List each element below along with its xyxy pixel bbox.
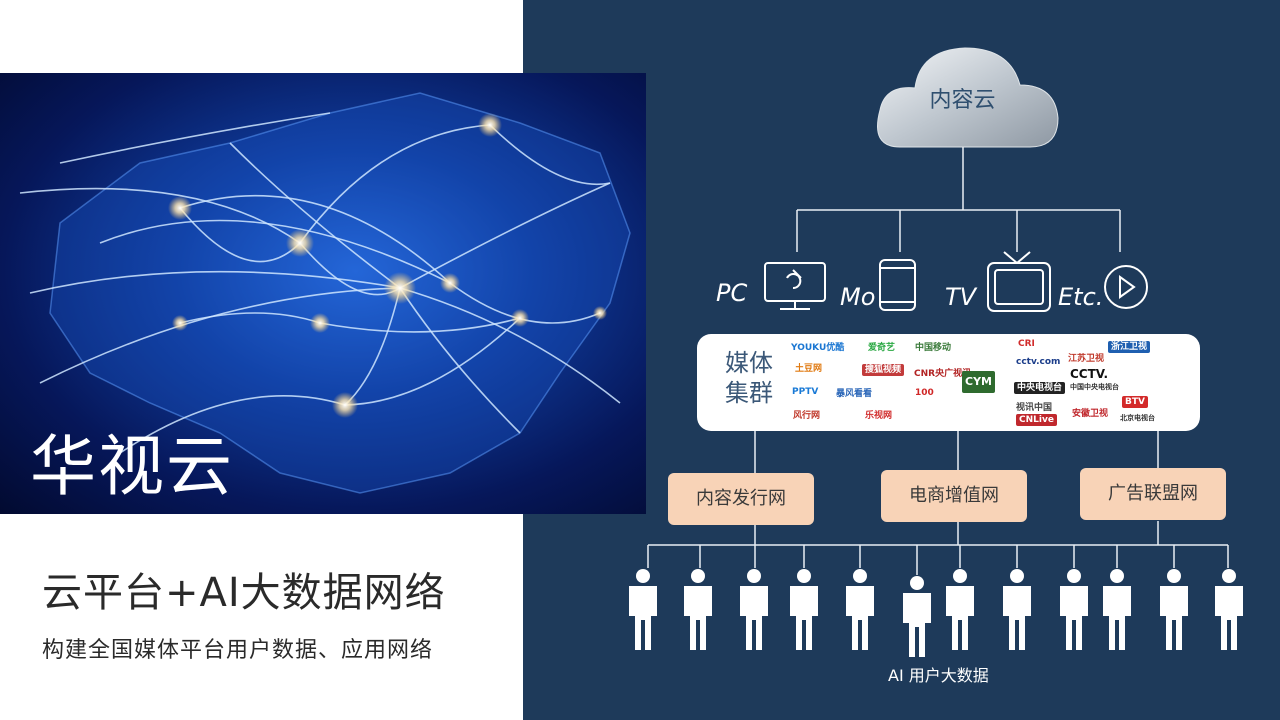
subtitle: 构建全国媒体平台用户数据、应用网络 [42, 638, 434, 663]
media-logo: 中国移动 [915, 343, 952, 353]
media-logo: 风行网 [793, 411, 821, 421]
user-figures [629, 569, 1243, 657]
network-map-graphic [19, 92, 631, 494]
hero-image: 华视云 [0, 73, 646, 514]
network-box-content: 内容发行网 [668, 473, 814, 525]
media-logo: BTV [1122, 396, 1148, 408]
media-logo: 浙江卫视 [1108, 341, 1151, 353]
media-logo: 北京电视台 [1120, 414, 1155, 422]
cloud-label: 内容云 [929, 88, 996, 113]
media-logo: cctv.com [1016, 357, 1061, 367]
media-logo: CNLive [1016, 414, 1057, 426]
media-logo: 100 [915, 388, 934, 398]
media-logo: 视讯中国 [1016, 403, 1053, 413]
media-logo: 中央电视台 [1014, 382, 1066, 394]
media-logo: 暴风看看 [836, 389, 873, 399]
media-label-line2: 集群 [725, 379, 773, 407]
media-logo: PPTV [792, 387, 819, 397]
media-logo: 安徽卫视 [1072, 409, 1109, 419]
media-logo: CNR央广视讯 [914, 369, 972, 379]
phone-icon [879, 259, 916, 311]
cloud-icon [877, 47, 1059, 148]
network-box-ad: 广告联盟网 [1080, 468, 1226, 520]
media-logo: 爱奇艺 [868, 343, 896, 353]
media-logo: 中国中央电视台 [1070, 383, 1119, 391]
media-logo: CYM [962, 371, 995, 393]
media-cluster-label: 媒体 集群 [721, 348, 777, 408]
device-label-tv: TV [945, 283, 977, 311]
media-logo: CCTV. [1070, 367, 1109, 381]
media-logo: 搜狐视频 [862, 364, 905, 376]
media-logo: YOUKU优酷 [791, 343, 845, 353]
media-logo: 江苏卫视 [1068, 354, 1105, 364]
media-logo: 乐视网 [865, 411, 893, 421]
monitor-icon [764, 262, 826, 310]
ai-user-bigdata-label: AI 用户大数据 [888, 666, 989, 685]
tv-icon [987, 251, 1051, 312]
media-logo: 土豆网 [795, 364, 823, 374]
main-title: 云平台+AI大数据网络 [42, 570, 446, 616]
network-box-ecommerce: 电商增值网 [881, 470, 1027, 522]
media-label-line1: 媒体 [725, 349, 773, 377]
device-label-etc: Etc. [1058, 283, 1104, 311]
hero-title: 华视云 [30, 428, 234, 505]
device-label-mobile: Mo [840, 283, 876, 311]
play-icon [1104, 265, 1148, 309]
media-logo: CRI [1018, 339, 1035, 349]
device-label-pc: PC [716, 279, 748, 307]
